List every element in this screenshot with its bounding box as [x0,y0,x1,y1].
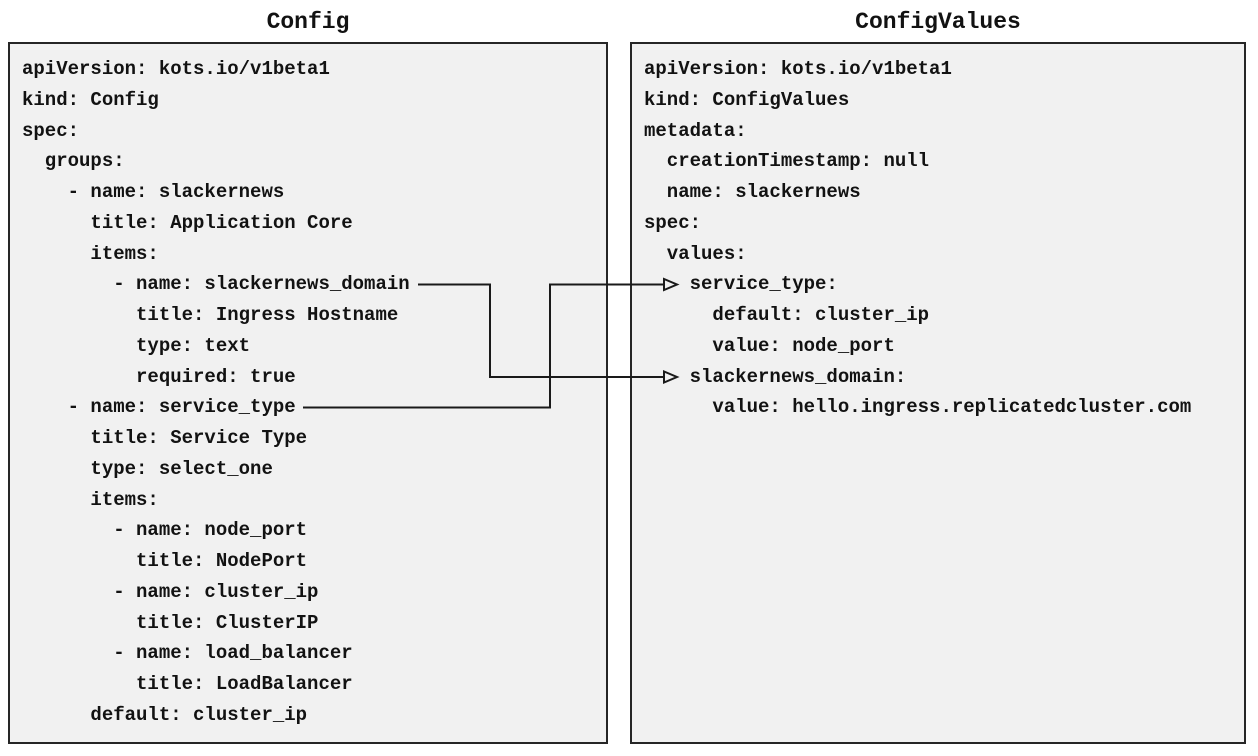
code-line: spec: [22,119,80,142]
code-line: title: ClusterIP [22,611,319,634]
code-line: required: true [22,365,296,388]
configvalues-code-box: apiVersion: kots.io/v1beta1 kind: ConfigV… [630,42,1246,744]
code-line: title: LoadBalancer [22,673,353,695]
code-line: apiVersion: kots.io/v1beta1 [22,58,330,80]
code-line: apiVersion: kots.io/v1beta1 [644,58,952,80]
code-line: - name: load_balancer [22,642,353,665]
config-panel-title: Config [266,9,350,35]
code-line: - name: node_port [22,519,308,542]
code-line: metadata: [644,119,747,142]
code-line: values: [644,242,747,265]
code-line: title: NodePort [22,550,308,572]
code-line: - name: cluster_ip [22,580,319,603]
code-line: default: cluster_ip [644,304,930,326]
code-line: title: Application Core [22,211,353,234]
code-line: - name: slackernews [22,181,285,203]
code-line: value: hello.ingress.replicatedcluster.c… [644,396,1192,419]
code-line: name: slackernews [644,181,861,203]
code-line: value: node_port [644,334,895,357]
code-line: kind: Config [22,88,159,111]
code-line: creationTimestamp: null [644,150,930,173]
code-line: items: [22,242,159,265]
code-line: title: Ingress Hostname [22,304,399,326]
code-line: title: Service Type [22,427,308,449]
code-line: default: cluster_ip [22,703,308,726]
code-line: slackernews_domain: [644,365,907,388]
code-line: type: select_one [22,457,273,480]
code-line: groups: [22,150,125,173]
config-code-box: apiVersion: kots.io/v1beta1 kind: Config s… [8,42,608,744]
code-line: - name: service_type [22,396,296,419]
code-line: - name: slackernews_domain [22,273,410,296]
code-line: type: text [22,334,251,357]
code-line: service_type: [644,273,838,296]
code-line: items: [22,488,159,511]
code-line: spec: [644,211,702,234]
code-line: kind: ConfigValues [644,88,850,111]
configvalues-panel-title: ConfigValues [855,9,1021,35]
